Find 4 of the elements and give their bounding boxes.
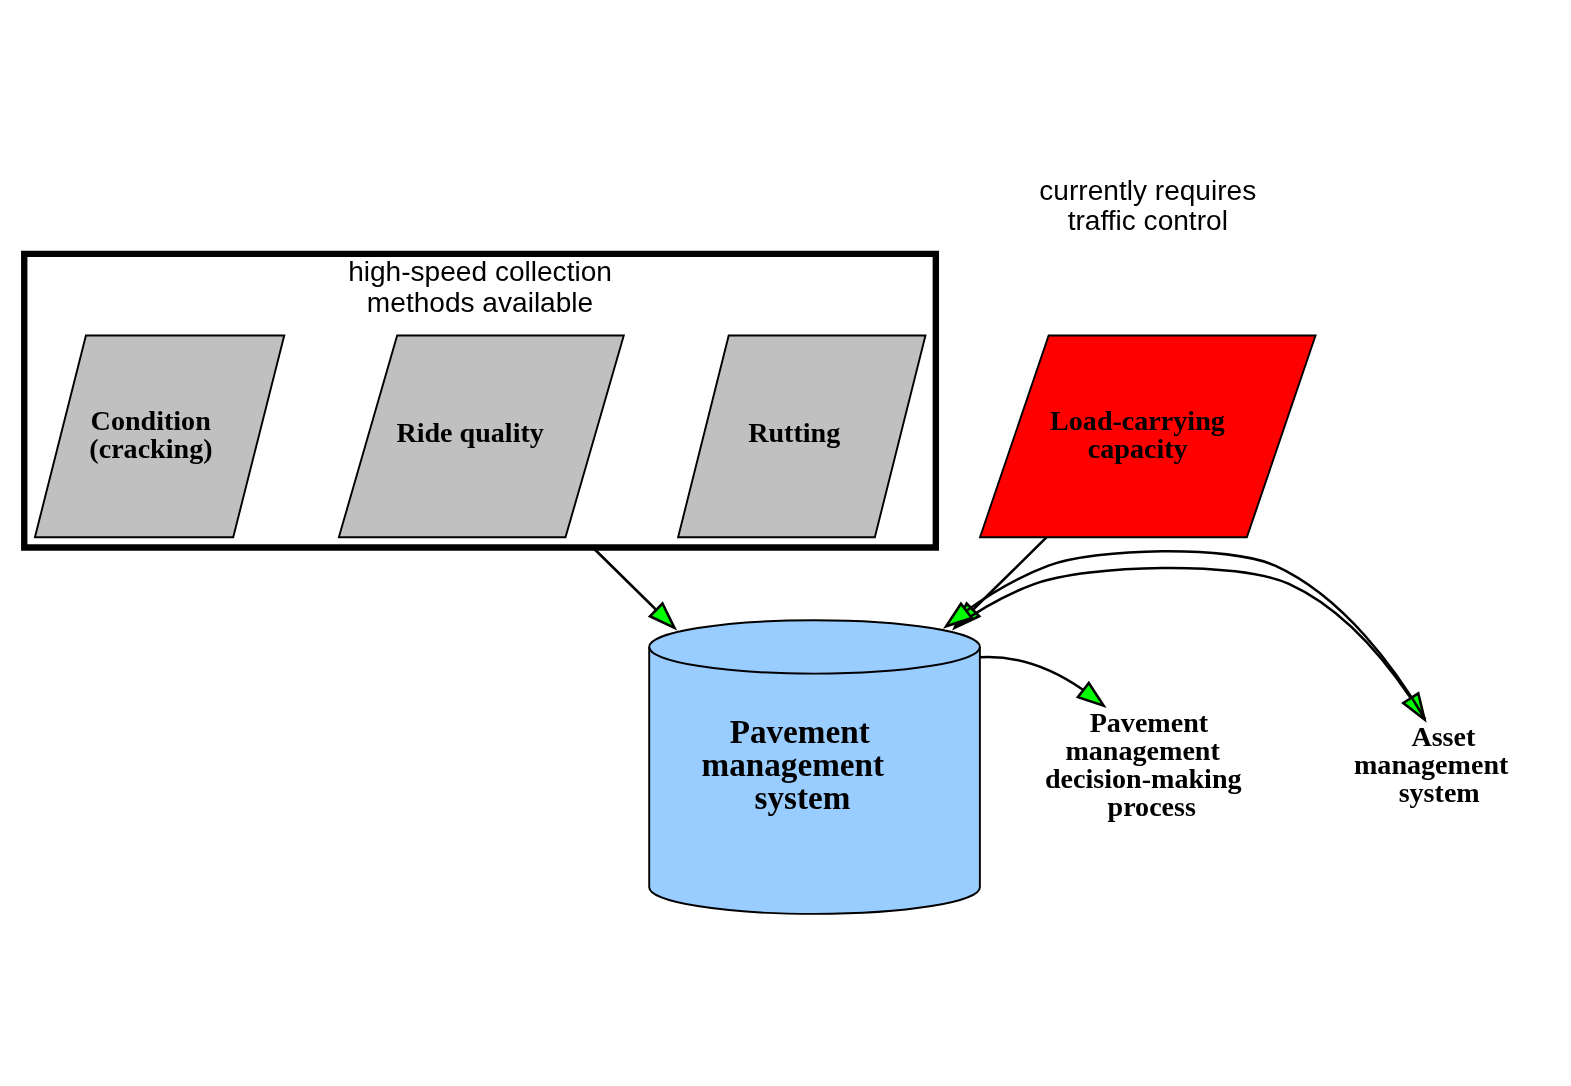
node-text: Asset management system	[1353, 721, 1509, 809]
node-label: currently requires traffic control	[1039, 174, 1257, 237]
node-text: Pavement management decision-making process	[1045, 707, 1242, 823]
arrow	[980, 655, 1107, 708]
